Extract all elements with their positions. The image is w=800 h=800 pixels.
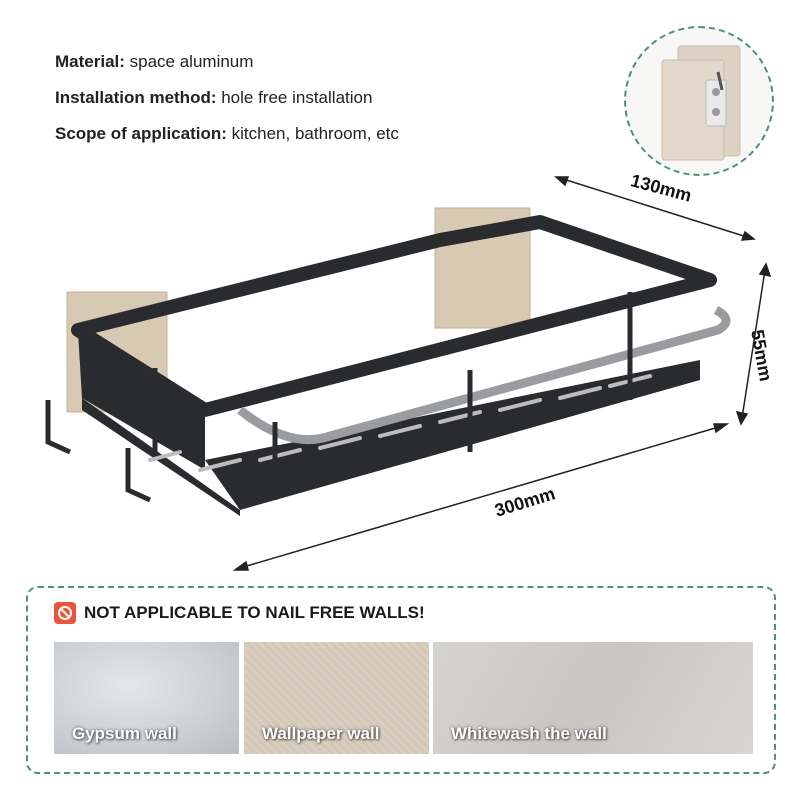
spec-scope: Scope of application: kitchen, bathroom,…: [55, 116, 399, 152]
spec-material: Material: space aluminum: [55, 44, 399, 80]
spec-list: Material: space aluminum Installation me…: [55, 44, 399, 152]
dimension-lines: [232, 176, 772, 571]
spec-installation: Installation method: hole free installat…: [55, 80, 399, 116]
prohibited-icon: [54, 602, 76, 624]
wall-label: Whitewash the wall: [451, 724, 607, 743]
spec-value: kitchen, bathroom, etc: [226, 124, 399, 143]
adhesive-hook-inset: [624, 26, 774, 176]
rack-frame: [71, 215, 717, 417]
wall-label: Wallpaper wall: [262, 724, 380, 743]
warning-text: NOT APPLICABLE TO NAIL FREE WALLS!: [84, 603, 425, 622]
spec-value: hole free installation: [216, 88, 373, 107]
wall-label: Gypsum wall: [72, 724, 177, 743]
wall-sample-gypsum: Gypsum wall: [54, 642, 239, 754]
spec-label: Installation method:: [55, 88, 217, 107]
shelf-product-image: [45, 176, 772, 571]
spec-label: Material:: [55, 52, 125, 71]
spec-label: Scope of application:: [55, 124, 227, 143]
adhesive-hook-image: [661, 45, 741, 161]
spec-value: space aluminum: [124, 52, 254, 71]
warning-panel: NOT APPLICABLE TO NAIL FREE WALLS! Gypsu…: [26, 586, 776, 774]
wall-sample-whitewash: Whitewash the wall: [433, 642, 753, 754]
wall-sample-wallpaper: Wallpaper wall: [244, 642, 429, 754]
warning-header: NOT APPLICABLE TO NAIL FREE WALLS!: [54, 602, 425, 624]
